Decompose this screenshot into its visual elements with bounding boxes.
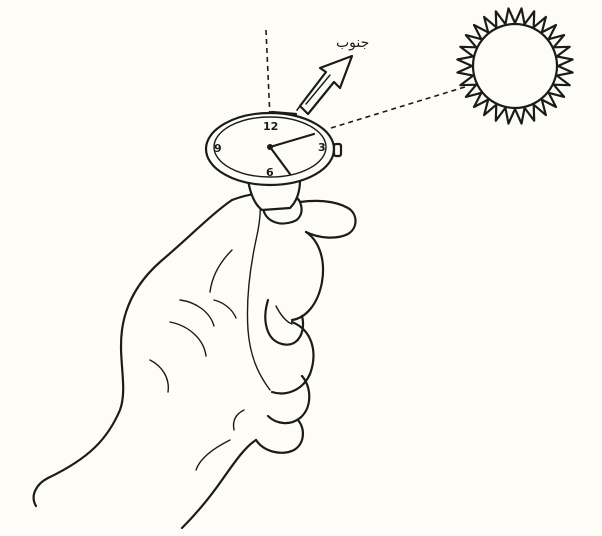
watch-center-pin [267,144,273,150]
dial-number-12: 12 [263,120,278,133]
hand [34,188,356,528]
south-label: جنوب [336,35,369,51]
watch-crown [334,144,341,156]
dial-number-3: 3 [318,141,326,154]
dial-number-9: 9 [214,142,222,155]
dial-number-6: 6 [266,166,274,179]
sun-sight-line [331,86,468,128]
south-arrow [300,56,352,114]
sun-disc [473,24,557,108]
sun [457,8,572,123]
twelve-oclock-line [266,30,270,118]
wristwatch: 12 3 6 9 [206,113,341,185]
